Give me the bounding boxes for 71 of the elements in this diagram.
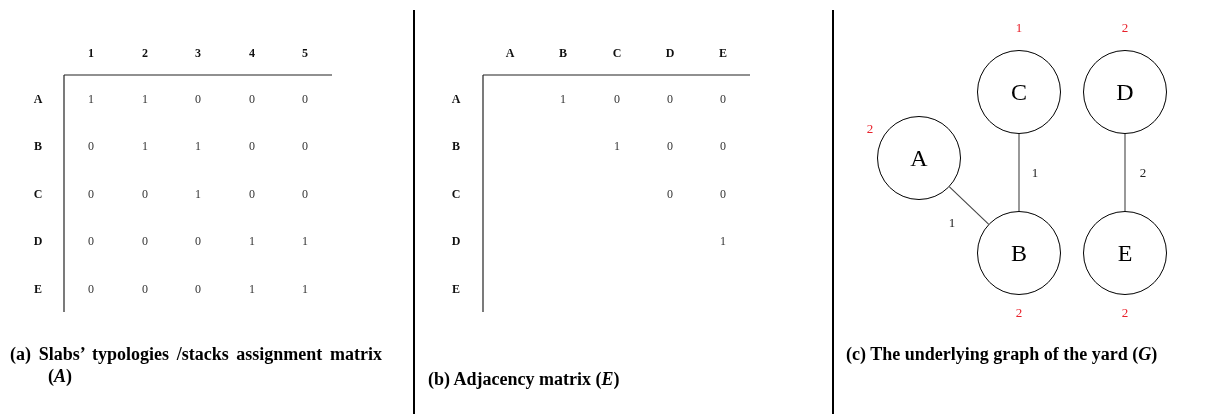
node-label: A <box>910 144 928 172</box>
matrix-header: B <box>34 140 42 152</box>
graph-edge <box>948 186 990 225</box>
matrix-header: 4 <box>249 47 255 59</box>
node-weight: 2 <box>1121 305 1129 319</box>
figure-caption: (c) The underlying graph of the yard (G) <box>846 343 1159 365</box>
matrix-header: A <box>505 47 515 59</box>
node-label: D <box>1116 78 1134 106</box>
node-label: B <box>1011 239 1027 267</box>
matrix-header: 1 <box>88 47 94 59</box>
node-label: E <box>1117 239 1133 267</box>
matrix-value: 0 <box>720 140 726 152</box>
matrix-value: 1 <box>88 93 94 105</box>
node-weight: 2 <box>1015 305 1023 319</box>
matrix-value: 0 <box>195 93 201 105</box>
matrix-value: 0 <box>302 93 308 105</box>
matrix-value: 1 <box>249 283 255 295</box>
matrix-value: 0 <box>667 93 673 105</box>
matrix-value: 0 <box>720 93 726 105</box>
matrix-header: B <box>559 47 567 59</box>
graph-edge <box>1018 133 1020 212</box>
matrix-value: 1 <box>560 93 566 105</box>
matrix-header: A <box>451 93 461 105</box>
matrix-value: 0 <box>142 235 148 247</box>
matrix-value: 0 <box>720 188 726 200</box>
matrix-header: D <box>33 235 43 247</box>
matrix-value: 1 <box>195 188 201 200</box>
matrix-value: 1 <box>142 140 148 152</box>
matrix-header: E <box>34 283 42 295</box>
matrix-header: B <box>452 140 460 152</box>
matrix-value: 0 <box>88 140 94 152</box>
matrix-header: D <box>665 47 675 59</box>
graph-edge <box>1124 133 1126 212</box>
matrix-value: 0 <box>195 235 201 247</box>
matrix-value: 0 <box>195 283 201 295</box>
matrix-value: 0 <box>302 188 308 200</box>
matrix-header: A <box>33 93 43 105</box>
matrix-value: 1 <box>142 93 148 105</box>
matrix-header: C <box>451 188 461 200</box>
node-weight: 1 <box>1015 20 1023 34</box>
matrix-value: 0 <box>667 188 673 200</box>
matrix-value: 0 <box>88 188 94 200</box>
figure-caption: (a) Slabs’ typologies /stacks assignment matrix (A) <box>10 343 382 387</box>
matrix-value: 1 <box>302 235 308 247</box>
matrix-header: 3 <box>195 47 201 59</box>
matrix-header: 5 <box>302 47 308 59</box>
matrix-value: 1 <box>302 283 308 295</box>
matrix-value: 0 <box>249 188 255 200</box>
matrix-value: 0 <box>249 140 255 152</box>
matrix-value: 0 <box>667 140 673 152</box>
node-weight: 2 <box>1121 20 1129 34</box>
matrix-value: 0 <box>142 283 148 295</box>
matrix-header: E <box>452 283 460 295</box>
matrix-header: E <box>719 47 727 59</box>
matrix-value: 0 <box>302 140 308 152</box>
node-label: C <box>1011 78 1027 106</box>
matrix-value: 0 <box>142 188 148 200</box>
matrix-value: 0 <box>249 93 255 105</box>
matrix-value: 1 <box>720 235 726 247</box>
figure-caption: (b) Adjacency matrix (E) <box>428 368 621 390</box>
node-weight: 2 <box>866 121 874 135</box>
matrix-header: D <box>451 235 461 247</box>
matrix-value: 0 <box>88 235 94 247</box>
matrix-header: C <box>33 188 43 200</box>
matrix-header: C <box>612 47 622 59</box>
matrix-header: 2 <box>142 47 148 59</box>
matrix-value: 1 <box>249 235 255 247</box>
matrix-value: 0 <box>88 283 94 295</box>
matrix-value: 1 <box>614 140 620 152</box>
matrix-value: 0 <box>614 93 620 105</box>
matrix-value: 1 <box>195 140 201 152</box>
